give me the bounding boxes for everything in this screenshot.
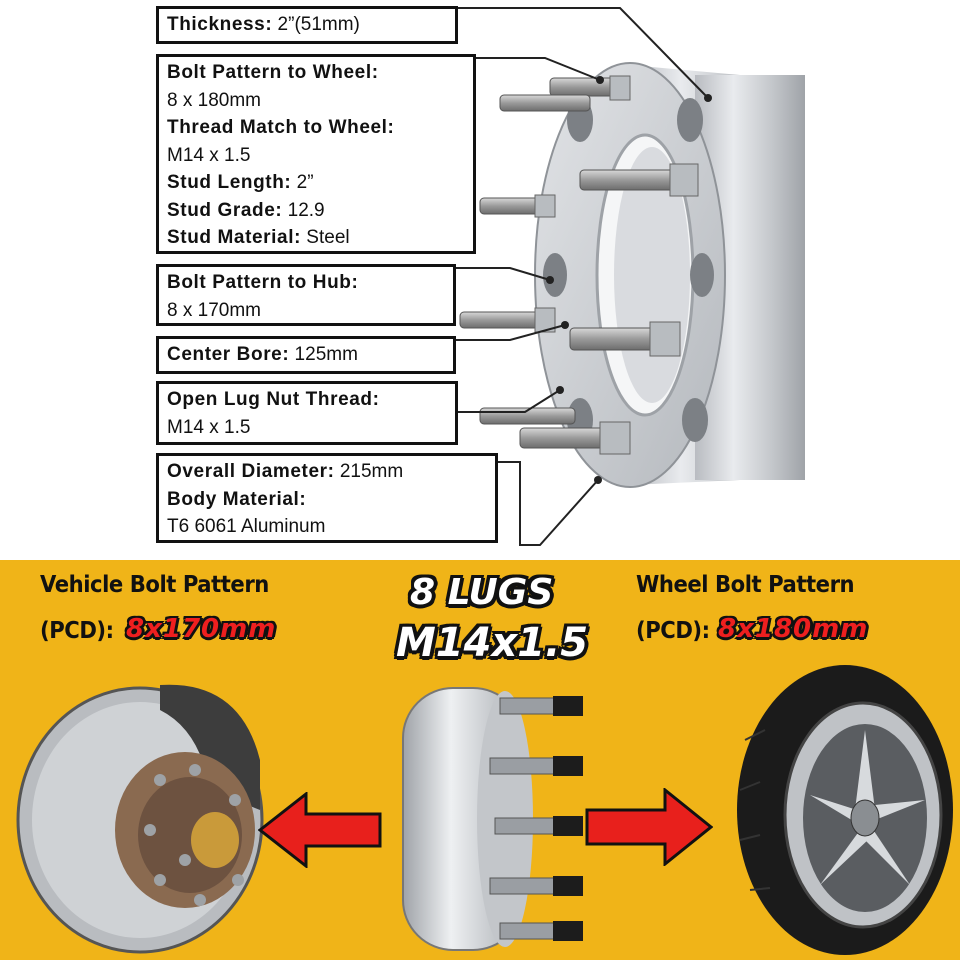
wheel-spacer-small-image [402,687,583,951]
wheel-pcd-label: (PCD): [636,618,710,644]
spec-label: Stud Length: [167,172,292,193]
spec-value: M14 x 1.5 [167,144,251,166]
spec-label: Stud Grade: [167,199,283,221]
center-bore-spec: Center Bore: 125mm [156,336,456,374]
lug-nut-spec-block: Open Lug Nut Thread: M14 x 1.5 [156,381,458,445]
vehicle-pcd-value: 8x170mm [126,614,277,644]
spec-panel: Thickness: 2”(51mm) Bolt Pattern to Whee… [156,6,805,546]
vehicle-pcd-label: (PCD): [40,618,114,644]
spec-label: Stud Material: [167,227,302,248]
lug-count-text: 8 LUGS [410,572,554,613]
brake-rotor-image [16,684,264,954]
spec-value: 125mm [289,344,358,365]
wheel-spacer-image [459,62,805,488]
wheel-pcd-value: 8x180mm [718,614,869,644]
thread-size-text: M14x1.5 [396,620,589,666]
wheel-bolt-pattern-heading: Wheel Bolt Pattern [636,572,855,598]
spec-value: 12.9 [282,199,325,221]
spec-label: Bolt Pattern to Hub: [167,272,359,293]
spec-value: T6 6061 Aluminum [167,516,326,537]
spec-label: Overall Diameter: [167,461,335,482]
vehicle-bolt-pattern-heading: Vehicle Bolt Pattern [40,572,269,598]
spec-value: 2” [291,172,314,193]
spec-label: Center Bore: [167,344,290,365]
spec-label: Thickness: [167,14,273,35]
spec-label: Thread Match to Wheel: [167,117,395,138]
hub-spec-block: Bolt Pattern to Hub: 8 x 170mm [156,264,456,326]
tire-wheel-image [737,665,953,955]
spec-value: M14 x 1.5 [167,416,251,438]
thickness-spec: Thickness: 2”(51mm) [156,6,458,44]
body-spec-block: Overall Diameter: 215mm Body Material: T… [156,453,498,543]
spec-value: 215mm [334,461,404,482]
spec-label: Open Lug Nut Thread: [167,389,380,410]
spec-label: Body Material: [167,488,307,510]
spec-value: 2”(51mm) [272,14,360,35]
leader-lines [455,7,712,546]
arrow-right-icon [585,788,713,866]
spec-value: Steel [301,227,350,248]
spec-value: 8 x 180mm [167,89,261,111]
arrow-left-icon [258,792,382,868]
spec-value: 8 x 170mm [167,299,261,321]
spec-label: Bolt Pattern to Wheel: [167,62,379,83]
wheel-spec-block: Bolt Pattern to Wheel: 8 x 180mm Thread … [156,54,476,254]
bolt-pattern-banner: Vehicle Bolt Pattern (PCD): 8x170mm Whee… [0,560,960,960]
